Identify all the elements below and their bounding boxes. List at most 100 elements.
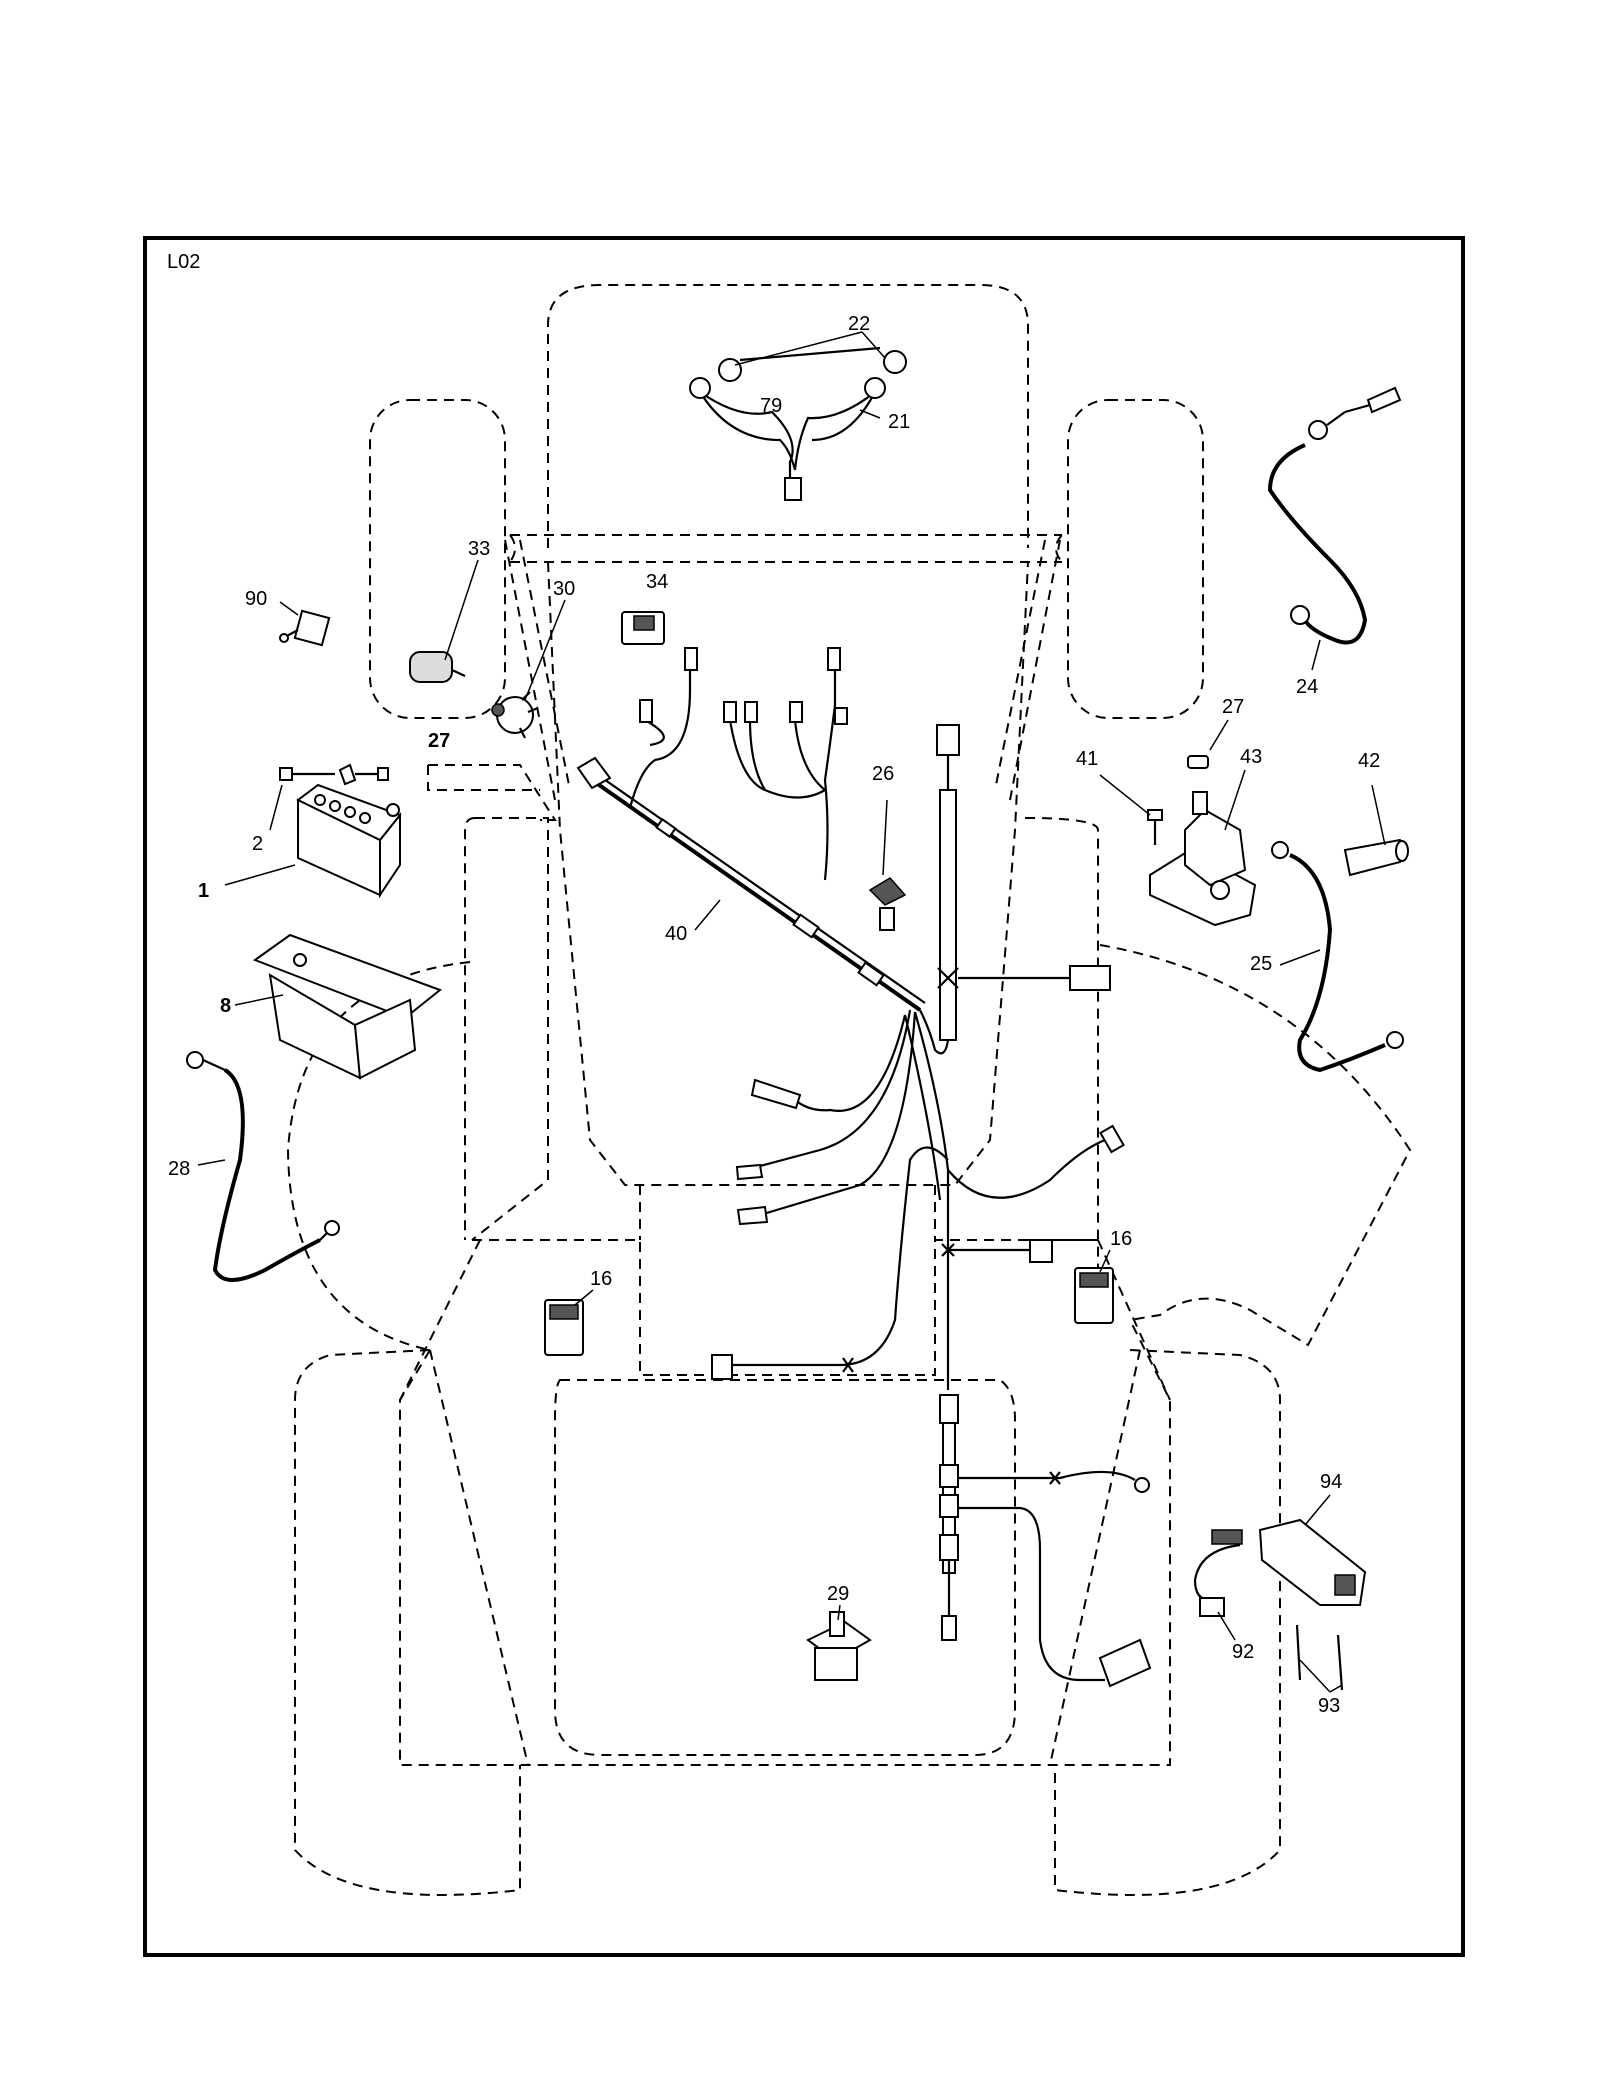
module-94 (1193, 1518, 1367, 1691)
callout-22: 22 (848, 313, 870, 335)
trunk-join (919, 1009, 950, 1055)
battery-terminal (386, 803, 400, 817)
pto-switch-knob (829, 1611, 845, 1637)
callout-94: 94 (1320, 1471, 1342, 1493)
ignition-switch (491, 691, 539, 739)
headlight-wire-c (793, 391, 876, 471)
cable-25 (1271, 841, 1404, 1073)
headlight-plug (784, 477, 802, 501)
callout-2: 2 (252, 833, 263, 855)
battery-bolt-head (279, 767, 293, 781)
harness-92-connector (1211, 1529, 1243, 1545)
front-wheel-right (1067, 399, 1204, 719)
cable-24-body (1267, 443, 1368, 645)
screw-93-right (1336, 1634, 1344, 1691)
branch-pto-switch (958, 1506, 1105, 1682)
leader-28 (197, 1159, 226, 1166)
switch-16-left-cap (549, 1304, 579, 1320)
callout-1: 1 (198, 880, 209, 902)
terminal-boot (1343, 838, 1409, 877)
right-upper-plug (1099, 1124, 1125, 1154)
mower-deck (554, 1379, 1016, 1756)
battery-cell-4 (359, 812, 371, 824)
branch-connector-f (789, 701, 803, 723)
leader-42 (1371, 784, 1386, 846)
ignition-plug (1069, 965, 1111, 991)
cable-25-body (1289, 853, 1386, 1073)
hood-outline (547, 284, 1029, 548)
harness-sleeve-3 (857, 961, 885, 987)
vertical-trunk-top (936, 724, 960, 756)
harness-92-plug (1199, 1597, 1225, 1617)
callout-33: 33 (468, 538, 490, 560)
lower-sleeve-4 (939, 1534, 959, 1561)
branch-connector-c (827, 647, 841, 671)
fuse (868, 877, 907, 906)
cable-25-ring-top (1271, 841, 1289, 859)
switch-16-right-cap (1079, 1272, 1109, 1288)
branch-light-switch-2 (748, 719, 766, 791)
headlight-socket-left (718, 358, 742, 382)
cable-24-ring-bottom (1290, 605, 1310, 625)
battery-clamp (338, 763, 357, 786)
relay-body (293, 609, 331, 647)
switch-16-right (1074, 1267, 1114, 1324)
branch-light-switch (728, 719, 826, 799)
key-head (409, 651, 453, 683)
branch-connector-b (684, 647, 698, 671)
leader-94 (1304, 1494, 1331, 1526)
pto-switch (806, 1611, 872, 1681)
callout-8: 8 (220, 995, 231, 1017)
leader-26 (882, 799, 888, 876)
leader-8 (234, 994, 284, 1006)
hood-crossbar (509, 534, 1063, 563)
ignition-key (409, 651, 466, 683)
callout-79: 79 (760, 395, 782, 417)
mid-body (472, 1239, 1098, 1376)
leader-40 (694, 899, 721, 931)
lower-sleeve-3 (939, 1494, 959, 1518)
solenoid-post (1192, 791, 1208, 815)
callout-16-right: 16 (1110, 1228, 1132, 1250)
leader-16-right (1099, 1249, 1111, 1273)
plug-16 (1029, 1239, 1053, 1263)
seat-connector (711, 1354, 733, 1380)
callout-21: 21 (888, 411, 910, 433)
main-harness (576, 647, 1152, 1688)
leader-29 (837, 1604, 841, 1621)
mid-body-center (639, 1185, 936, 1240)
frame-diagonal-left (429, 1349, 529, 1766)
leader-1 (224, 864, 296, 886)
terminal-2 (735, 1163, 764, 1181)
body-left (464, 817, 549, 1241)
tractor-outline (286, 284, 1412, 1896)
headlight-wire-d (811, 391, 876, 442)
axle-left (504, 539, 571, 801)
screw-93-left (1295, 1624, 1302, 1681)
key-blade (451, 669, 466, 677)
callout-28: 28 (168, 1158, 190, 1180)
callout-93: 93 (1318, 1695, 1340, 1717)
callout-42: 42 (1358, 750, 1380, 772)
terminal-1 (750, 1078, 802, 1110)
callout-labels: 22 79 21 33 30 34 90 27 2 1 8 28 40 26 2… (168, 313, 1380, 1717)
ground-terminal (1134, 1477, 1150, 1493)
callout-43: 43 (1240, 746, 1262, 768)
frame-diagonal-right (1049, 1349, 1141, 1766)
ground-cross (1049, 1471, 1061, 1485)
branch-connector-d (723, 701, 737, 723)
cable-24-lead (1344, 403, 1371, 414)
harness-sleeve-1 (655, 817, 677, 839)
ground-cable-body (212, 1068, 321, 1282)
leader-22 (734, 331, 886, 366)
hood-sides (547, 561, 1029, 1186)
branch-right-upper (947, 1138, 1106, 1199)
callout-29: 29 (827, 1583, 849, 1605)
leader-24 (1311, 639, 1321, 671)
leader-27r (1209, 719, 1229, 751)
battery-nut (377, 767, 389, 781)
lower-sleeve-1 (939, 1394, 959, 1424)
ground-cable (186, 1051, 340, 1282)
callout-25: 25 (1250, 953, 1272, 975)
